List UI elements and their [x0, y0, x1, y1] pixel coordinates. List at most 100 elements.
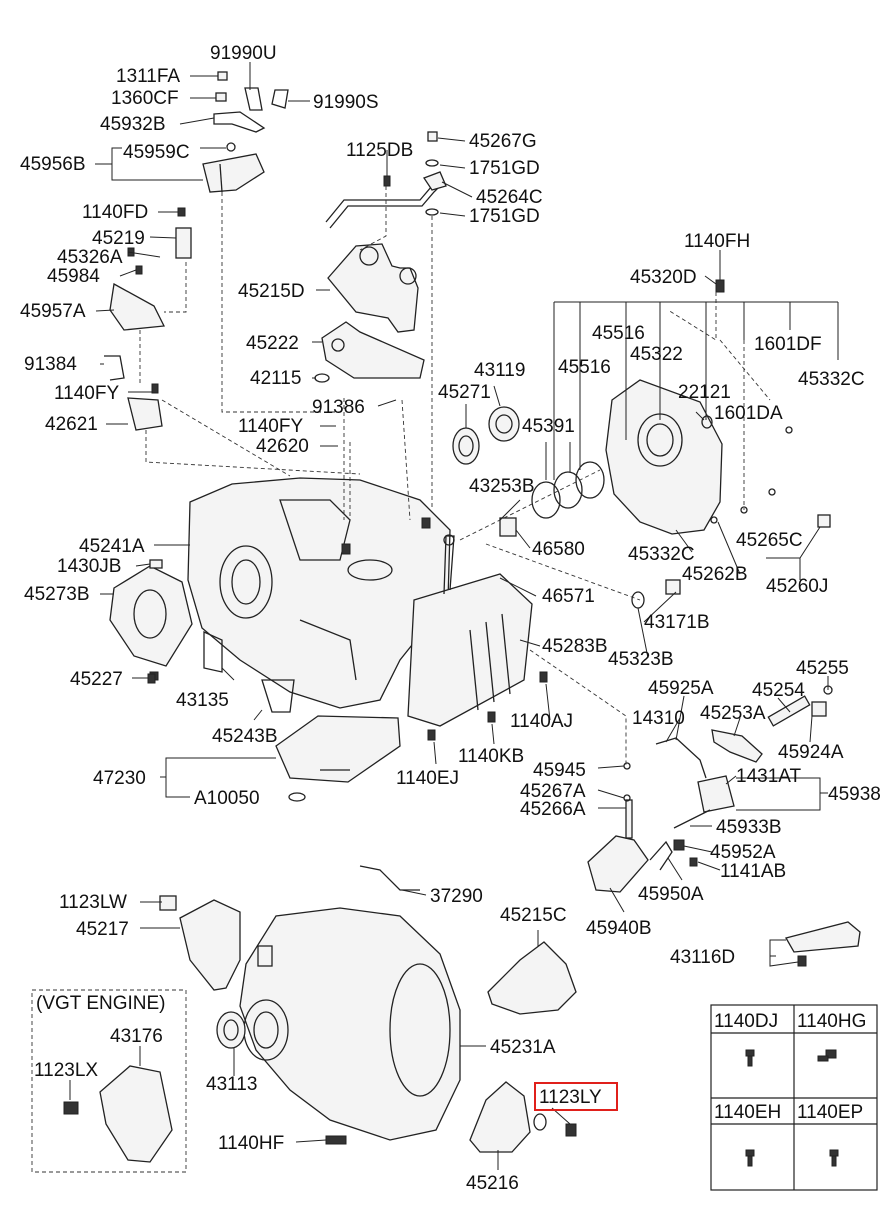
- part-label: 45950A: [638, 884, 704, 905]
- part-label: 45391: [522, 416, 575, 437]
- vgt-engine-label: (VGT ENGINE): [36, 993, 166, 1014]
- part-label: 91386: [312, 397, 365, 418]
- oil-pan-45283B: [407, 534, 533, 727]
- part-label: 45957A: [20, 301, 86, 322]
- part-label: 45217: [76, 919, 129, 940]
- part-label: 43135: [176, 690, 229, 711]
- shift-lever-group: [202, 71, 289, 193]
- bolt-1140HF: [325, 1135, 347, 1145]
- part-label: 45266A: [520, 799, 586, 820]
- part-label: 45241A: [79, 536, 145, 557]
- part-label: 45243B: [212, 726, 278, 747]
- part-label: 45516: [592, 323, 645, 344]
- part-label: 1141AB: [720, 861, 786, 882]
- part-label: 1140AJ: [510, 711, 573, 732]
- vgt-engine-box: [31, 989, 187, 1173]
- part-label: 45265C: [736, 530, 803, 551]
- part-label: 22121: [678, 382, 731, 403]
- sealant-tube-43116D: [785, 921, 861, 967]
- part-label: 45323B: [608, 649, 674, 670]
- part-label: 45216: [466, 1173, 519, 1194]
- part-label: 1430JB: [57, 556, 121, 577]
- part-label: 45320D: [630, 267, 697, 288]
- pan-bolts: [147, 671, 548, 741]
- vgt-bracket-43176: [63, 1065, 173, 1163]
- transaxle-case-45241A: [187, 477, 451, 709]
- part-label: 91990S: [313, 92, 379, 113]
- part-label: 46580: [532, 539, 585, 560]
- part-label: 45332C: [628, 544, 695, 565]
- oil-seal-43113: [216, 1011, 246, 1049]
- bolt-icon: [829, 1149, 839, 1167]
- bolt-table-header: 1140EP: [797, 1102, 863, 1123]
- part-label: 45924A: [778, 742, 844, 763]
- part-label: 1751GD: [469, 158, 540, 179]
- part-label: 43176: [110, 1026, 163, 1047]
- highlight-box-1123LY: [534, 1082, 618, 1111]
- part-label: 45283B: [542, 636, 608, 657]
- part-label: 45267G: [469, 131, 537, 152]
- part-label: 45940B: [586, 918, 652, 939]
- part-label: 45264C: [476, 187, 543, 208]
- part-label: 45267A: [520, 781, 586, 802]
- part-label: 45253A: [700, 703, 766, 724]
- part-label: 45215D: [238, 281, 305, 302]
- part-label: 43171B: [644, 612, 710, 633]
- part-label: 14310: [632, 708, 685, 729]
- mount-bracket-45215D: [327, 243, 419, 333]
- part-label: 45227: [70, 669, 123, 690]
- part-label: 43253B: [469, 476, 535, 497]
- part-label: 1140FH: [684, 231, 750, 252]
- part-label: 1360CF: [111, 88, 179, 109]
- part-label: A10050: [194, 788, 260, 809]
- part-label: 45932B: [100, 114, 166, 135]
- part-label: 1431AT: [736, 766, 802, 787]
- part-label: 1140EJ: [396, 768, 459, 789]
- part-label: 42621: [45, 414, 98, 435]
- part-label: 45956B: [20, 154, 86, 175]
- dashed-alignment-lines: [139, 186, 771, 766]
- part-label: 1140FY: [54, 383, 119, 404]
- breather-pipe-group: [325, 131, 447, 229]
- sensor-bracket-group: [104, 207, 192, 431]
- part-labels: 91990U 1311FA 1360CF 91990S 45932B 45959…: [20, 43, 881, 1194]
- part-drawings: [63, 71, 861, 1163]
- bolt-icon: [745, 1149, 755, 1167]
- part-label: 91990U: [210, 43, 277, 64]
- part-label: 1140HF: [218, 1133, 284, 1154]
- part-label: 45952A: [710, 842, 776, 863]
- part-label: 45326A: [57, 247, 123, 268]
- part-label: 45219: [92, 228, 145, 249]
- part-label: 45516: [558, 357, 611, 378]
- bracket-45216: [469, 1081, 577, 1153]
- part-label: 91384: [24, 354, 77, 375]
- part-label: 1140FD: [82, 202, 148, 223]
- part-label: 45925A: [648, 678, 714, 699]
- part-label: 45254: [752, 680, 805, 701]
- bracket-45215C: [487, 941, 577, 1015]
- bolt-table-header: 1140HG: [797, 1011, 866, 1032]
- part-label: 43119: [474, 360, 525, 381]
- part-label: 1123LW: [59, 892, 127, 913]
- part-label: 37290: [430, 886, 483, 907]
- part-label: 45231A: [490, 1037, 556, 1058]
- highlighted-part-label: 1123LY: [539, 1087, 602, 1108]
- part-label: 45322: [630, 344, 683, 365]
- part-label: 45262B: [682, 564, 748, 585]
- leader-lines: [69, 62, 839, 1170]
- part-label: 45933B: [716, 817, 782, 838]
- bolt-table-header: 1140DJ: [714, 1011, 778, 1032]
- bolt-table: 1140DJ 1140HG 1140EH 1140EP: [710, 1004, 878, 1191]
- part-label: 42115: [250, 368, 301, 389]
- part-label: 43116D: [670, 947, 735, 968]
- bolt-table-header: 1140EH: [714, 1102, 781, 1123]
- part-label: 1601DA: [714, 403, 783, 424]
- part-label: 45938: [828, 784, 881, 805]
- part-label: 1140KB: [458, 746, 524, 767]
- part-label: 45959C: [123, 142, 190, 163]
- part-label: 1751GD: [469, 206, 540, 227]
- part-label: 1123LX: [34, 1060, 98, 1081]
- part-label: 45260J: [766, 576, 828, 597]
- rear-cover-45332C: [605, 279, 831, 535]
